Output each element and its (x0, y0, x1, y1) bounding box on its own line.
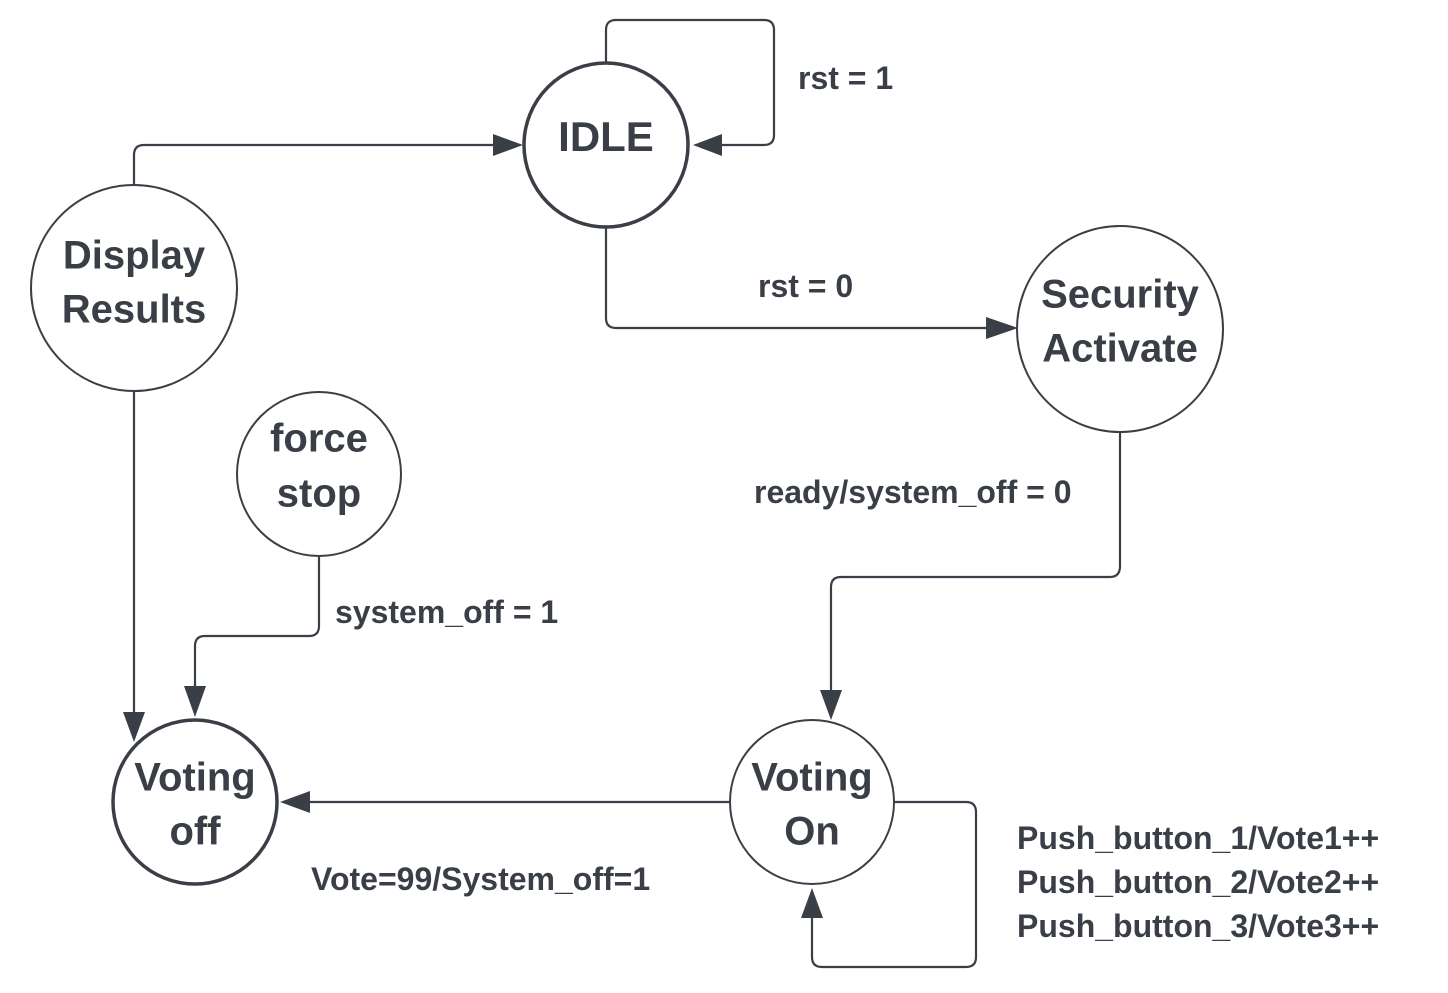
state-voting-on: Voting On (729, 719, 895, 885)
state-display-results-line2: Results (62, 288, 207, 332)
arrowhead (801, 888, 823, 918)
state-voting-on-line2: On (784, 810, 840, 854)
state-security-activate-line1: Security (1041, 273, 1200, 317)
arrowhead (184, 686, 206, 717)
state-security-activate-line2: Activate (1042, 327, 1198, 371)
edge-idle-self-loop (604, 18, 776, 156)
label-security-to-voting-on: ready/system_off = 0 (754, 474, 1072, 510)
arrowhead (986, 317, 1018, 339)
edge-security-to-voting-on (820, 432, 1122, 720)
state-idle: IDLE (522, 61, 690, 229)
state-force-stop: force stop (236, 391, 402, 557)
label-voting-on-to-voting-off: Vote=99/System_off=1 (311, 861, 650, 897)
label-force-stop-to-voting-off: system_off = 1 (335, 594, 558, 630)
arrowhead (820, 690, 842, 720)
label-voting-on-self-loop-2: Push_button_2/Vote2++ (1017, 864, 1379, 900)
edge-voting-on-self-loop (801, 800, 978, 969)
arrowhead (280, 791, 310, 813)
state-voting-off-line2: off (169, 810, 221, 854)
edge-display-results-to-voting-off (123, 390, 145, 742)
state-display-results: Display Results (30, 184, 238, 392)
state-idle-label: IDLE (558, 113, 654, 160)
label-idle-self-loop: rst = 1 (798, 60, 893, 96)
arrowhead (123, 712, 145, 742)
arrowhead (693, 134, 722, 156)
edge-force-stop-to-voting-off (184, 557, 321, 717)
state-voting-off-line1: Voting (134, 756, 255, 800)
state-security-activate: Security Activate (1016, 225, 1224, 433)
state-voting-off: Voting off (111, 718, 279, 886)
state-display-results-line1: Display (63, 234, 206, 278)
edge-display-results-to-idle (132, 134, 523, 185)
state-voting-on-line1: Voting (751, 756, 872, 800)
state-force-stop-line2: stop (277, 472, 361, 516)
edge-voting-on-to-voting-off (280, 791, 730, 813)
label-voting-on-self-loop-3: Push_button_3/Vote3++ (1017, 908, 1379, 944)
label-idle-to-security: rst = 0 (758, 268, 853, 304)
edge-idle-to-security (604, 227, 1018, 339)
state-force-stop-line1: force (270, 417, 368, 461)
label-voting-on-self-loop-1: Push_button_1/Vote1++ (1017, 820, 1379, 856)
arrowhead (493, 134, 523, 156)
